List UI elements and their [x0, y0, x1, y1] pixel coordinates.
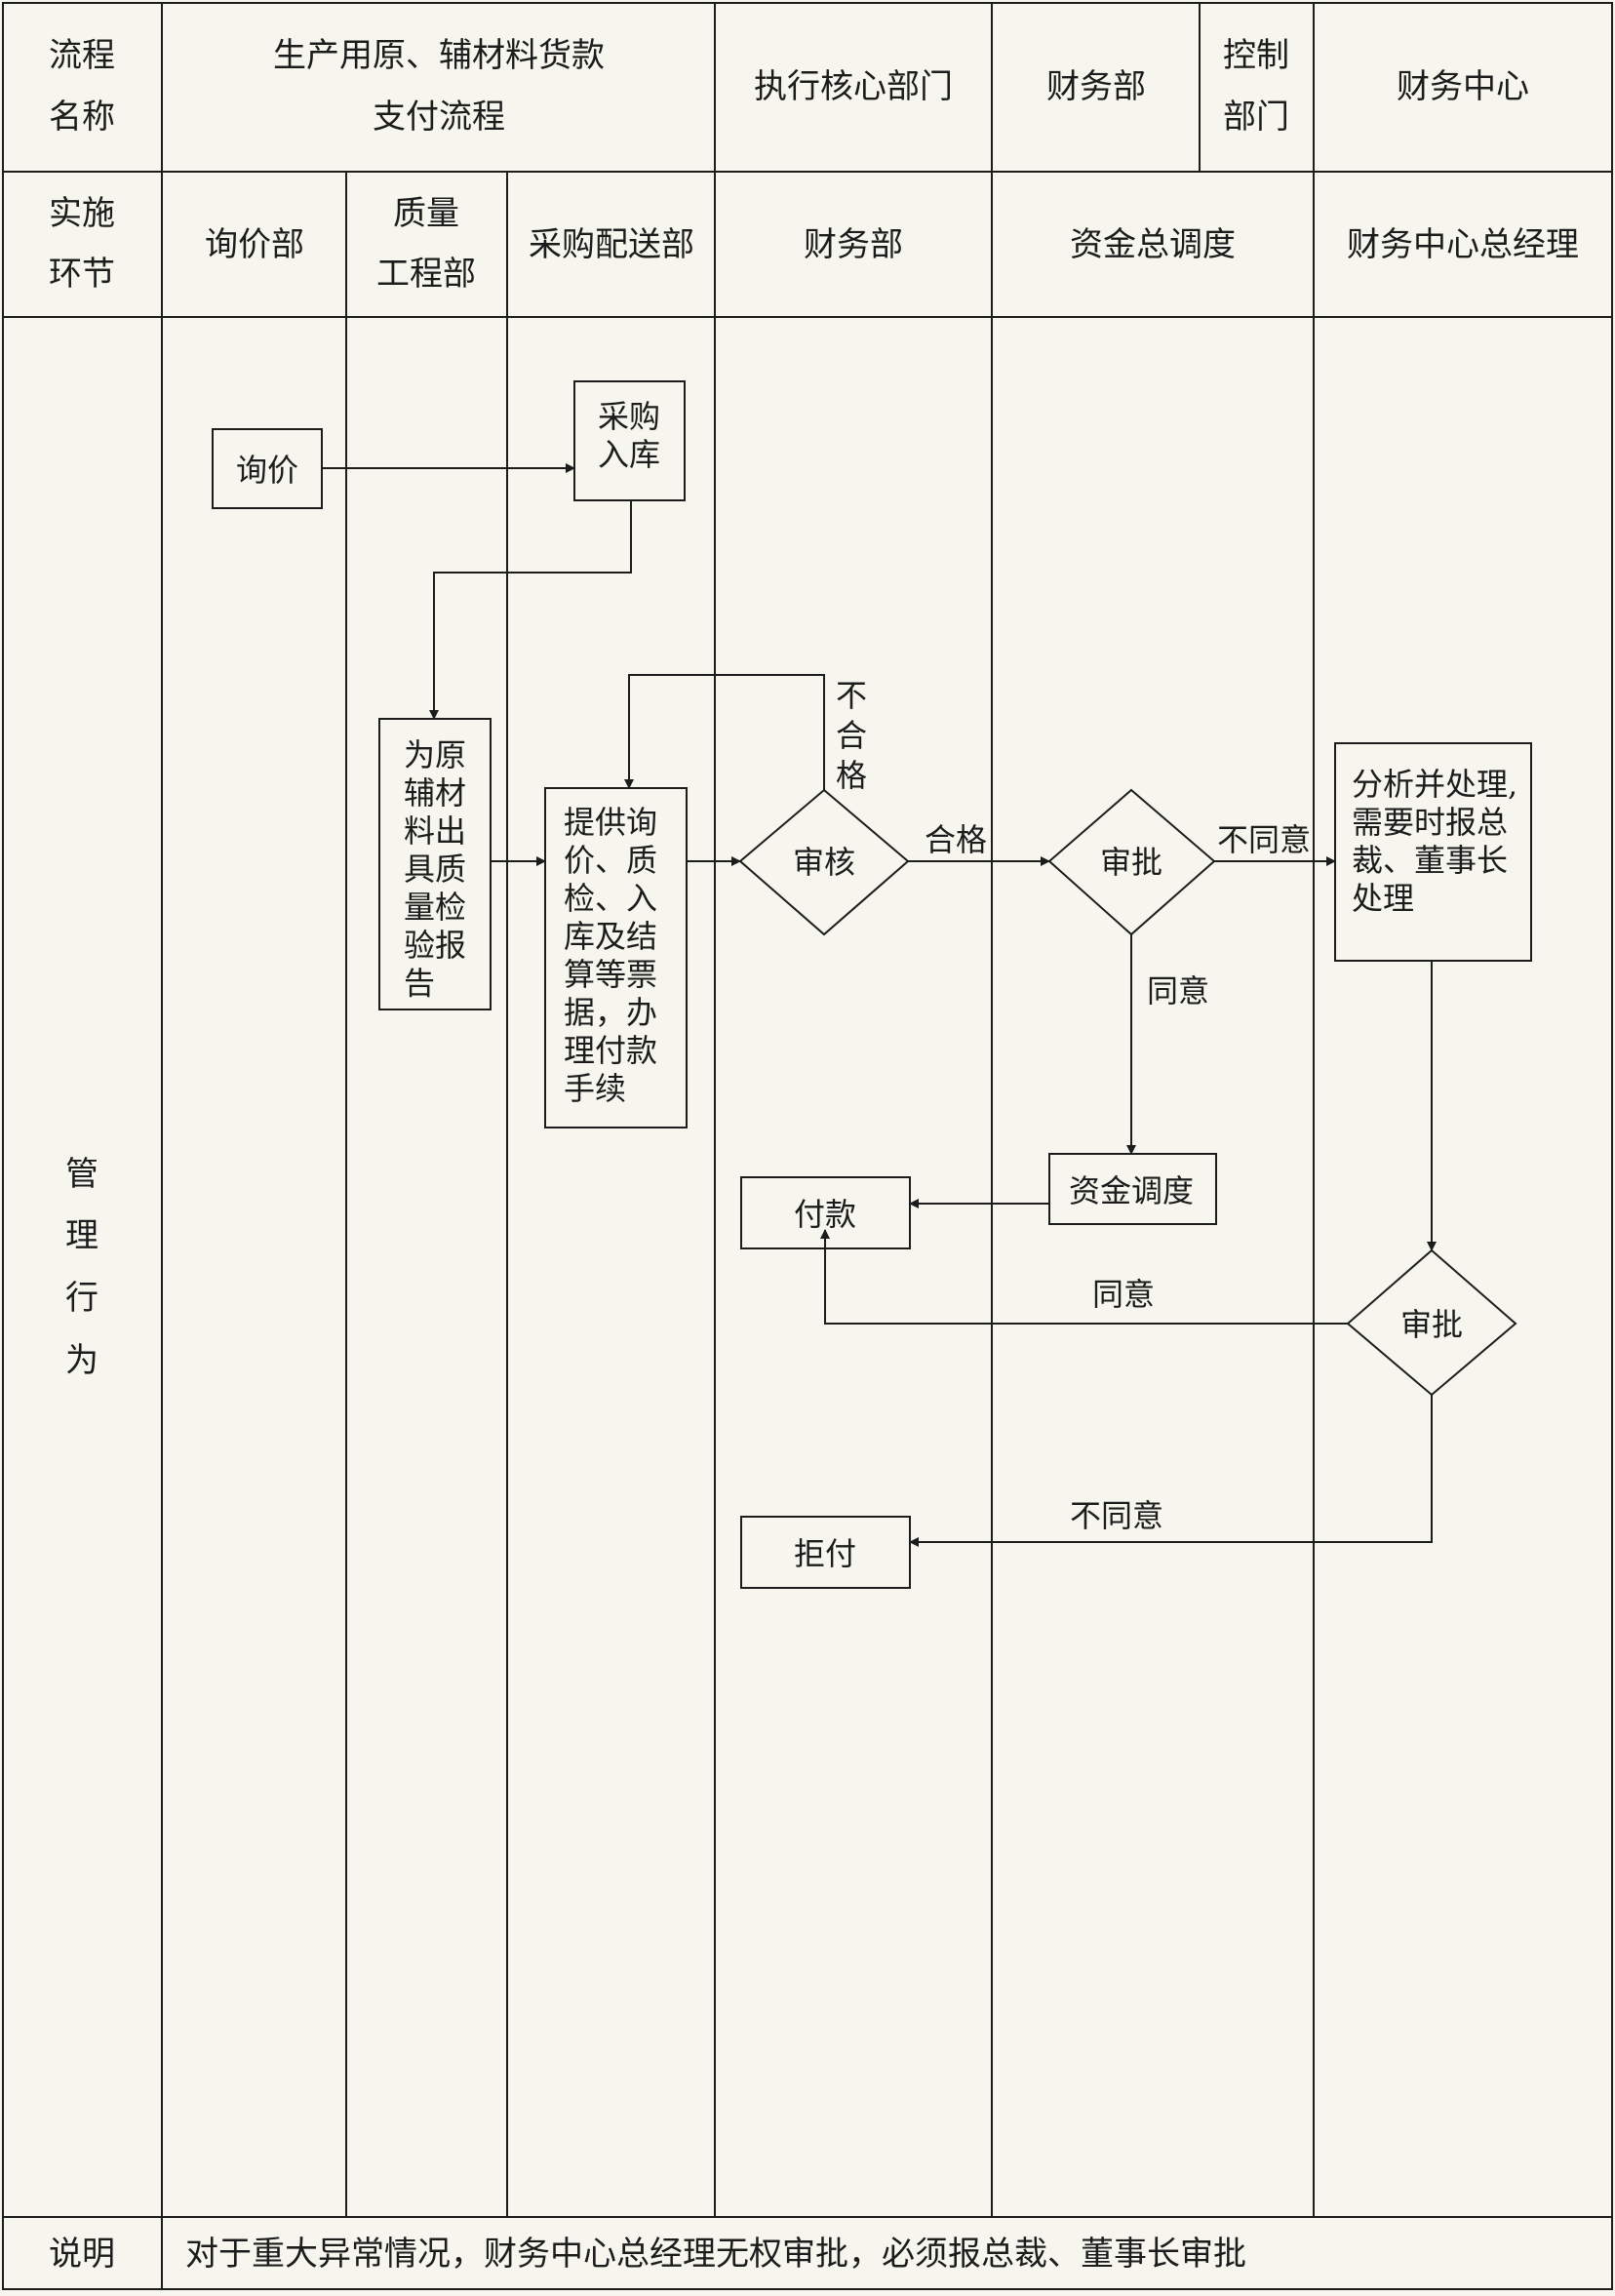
edge-purchase-to-quality: [429, 500, 632, 720]
exec-dept-value: 财务部: [1046, 67, 1146, 106]
node-provide-docs-line: 理付款: [564, 1032, 657, 1069]
node-analyze-line: 需要时报总: [1352, 804, 1508, 841]
node-approve-center-label: 审批: [1400, 1306, 1463, 1343]
node-labels: 询价 采购 入库 为原 辅材 料出 具质 量检 验报 告 提供询 价、质 检、入…: [236, 398, 1517, 1572]
body-label-2: 理: [65, 1216, 98, 1255]
nodes: [212, 380, 1532, 1589]
node-provide-docs-line: 库及结: [564, 918, 657, 955]
label-agree-2: 同意: [1092, 1276, 1155, 1313]
edge-center-disagree: [909, 1395, 1433, 1547]
node-purchase-store-label-2: 入库: [598, 436, 660, 473]
label-fail-2: 合: [836, 717, 867, 754]
edge-labels: 不 合 格 合格 不同意 同意 同意 不同意: [836, 677, 1311, 1534]
body-label: 管 理 行 为: [65, 1155, 98, 1380]
note-row: 说明 对于重大异常情况，财务中心总经理无权审批，必须报总裁、董事长审批: [49, 2235, 1246, 2274]
label-disagree-1: 不同意: [1217, 821, 1311, 858]
node-quality-report-line: 为原: [404, 736, 466, 773]
body-label-4: 为: [65, 1341, 98, 1380]
lane-inquiry: 询价部: [205, 225, 304, 264]
lane-headers: 实施 环节 询价部 质量 工程部 采购配送部 财务部 资金总调度 财务中心总经理: [49, 194, 1579, 294]
node-review-label: 审核: [793, 844, 855, 881]
lane-fund: 资金总调度: [1070, 225, 1236, 264]
node-purchase-store: [573, 380, 686, 501]
node-reject-label: 拒付: [794, 1535, 856, 1572]
node-inquiry-label: 询价: [236, 452, 298, 489]
control-dept-label-2: 部门: [1223, 98, 1289, 137]
lane-quality-1: 质量: [393, 194, 459, 233]
node-analyze: [1334, 742, 1532, 962]
header: 流程 名称 生产用原、辅材料货款 支付流程 执行核心部门 财务部 控制 部门 财…: [49, 36, 1529, 137]
node-quality-report-line: 具质: [404, 851, 466, 888]
label-pass: 合格: [925, 821, 987, 858]
node-reject: [740, 1516, 911, 1589]
node-analyze-text: 分析并处理, 需要时报总 裁、董事长 处理: [1352, 766, 1517, 917]
control-dept-value: 财务中心: [1397, 67, 1529, 106]
node-provide-docs-line: 检、入: [564, 880, 657, 917]
node-provide-docs-line: 算等票: [564, 956, 657, 993]
lane-quality-2: 工程部: [376, 255, 476, 294]
node-provide-docs-line: 据，办: [564, 994, 657, 1031]
lane-label-2: 环节: [49, 255, 115, 294]
note-label: 说明: [49, 2235, 115, 2274]
control-dept-label-1: 控制: [1223, 36, 1289, 75]
node-analyze-line: 裁、董事长: [1352, 842, 1508, 879]
lane-purchase: 采购配送部: [529, 225, 694, 264]
node-provide-docs-line: 提供询: [564, 804, 657, 841]
edge-review-fail-loop: [624, 674, 825, 790]
lane-center-gm: 财务中心总经理: [1347, 225, 1579, 264]
body-label-1: 管: [65, 1155, 98, 1194]
node-approve-fund: [1047, 788, 1216, 936]
node-provide-docs-text: 提供询 价、质 检、入 库及结 算等票 据，办 理付款 手续: [564, 804, 657, 1107]
node-quality-report-line: 验报: [404, 927, 466, 964]
node-quality-report: [378, 718, 492, 1010]
node-quality-report-line: 辅材: [404, 774, 466, 812]
edge-center-agree: [820, 1229, 1348, 1325]
node-provide-docs-line: 价、质: [564, 842, 657, 879]
label-disagree-2: 不同意: [1070, 1497, 1163, 1534]
node-inquiry: [212, 428, 323, 509]
node-quality-report-line: 量检: [404, 889, 466, 926]
node-review: [738, 788, 910, 936]
label-fail-3: 格: [836, 757, 867, 794]
exec-dept-label: 执行核心部门: [754, 67, 953, 106]
node-payment: [740, 1176, 911, 1249]
note-text: 对于重大异常情况，财务中心总经理无权审批，必须报总裁、董事长审批: [185, 2235, 1246, 2274]
node-provide-docs: [544, 787, 688, 1128]
node-payment-label: 付款: [794, 1196, 856, 1233]
lane-label-1: 实施: [49, 194, 115, 233]
body-label-3: 行: [65, 1279, 98, 1318]
lane-finance: 财务部: [804, 225, 903, 264]
label-fail-1: 不: [836, 677, 867, 714]
node-quality-report-line: 料出: [404, 812, 466, 850]
process-name-value-2: 支付流程: [373, 98, 505, 137]
process-name-label-1: 流程: [49, 36, 115, 75]
label-agree-1: 同意: [1147, 972, 1209, 1009]
process-name-value-1: 生产用原、辅材料货款: [273, 36, 605, 75]
node-fund-dispatch-label: 资金调度: [1069, 1172, 1194, 1209]
node-analyze-line: 处理: [1352, 880, 1414, 917]
node-approve-fund-label: 审批: [1100, 844, 1162, 881]
node-quality-report-text: 为原 辅材 料出 具质 量检 验报 告: [404, 736, 466, 1002]
node-purchase-store-label-1: 采购: [598, 398, 660, 435]
node-approve-center: [1346, 1248, 1517, 1397]
node-fund-dispatch: [1048, 1153, 1217, 1225]
node-analyze-line: 分析并处理,: [1352, 766, 1517, 803]
node-provide-docs-line: 手续: [564, 1070, 626, 1107]
connectors: [322, 463, 1437, 1547]
node-quality-report-line: 告: [404, 965, 435, 1002]
process-name-label-2: 名称: [49, 98, 115, 137]
